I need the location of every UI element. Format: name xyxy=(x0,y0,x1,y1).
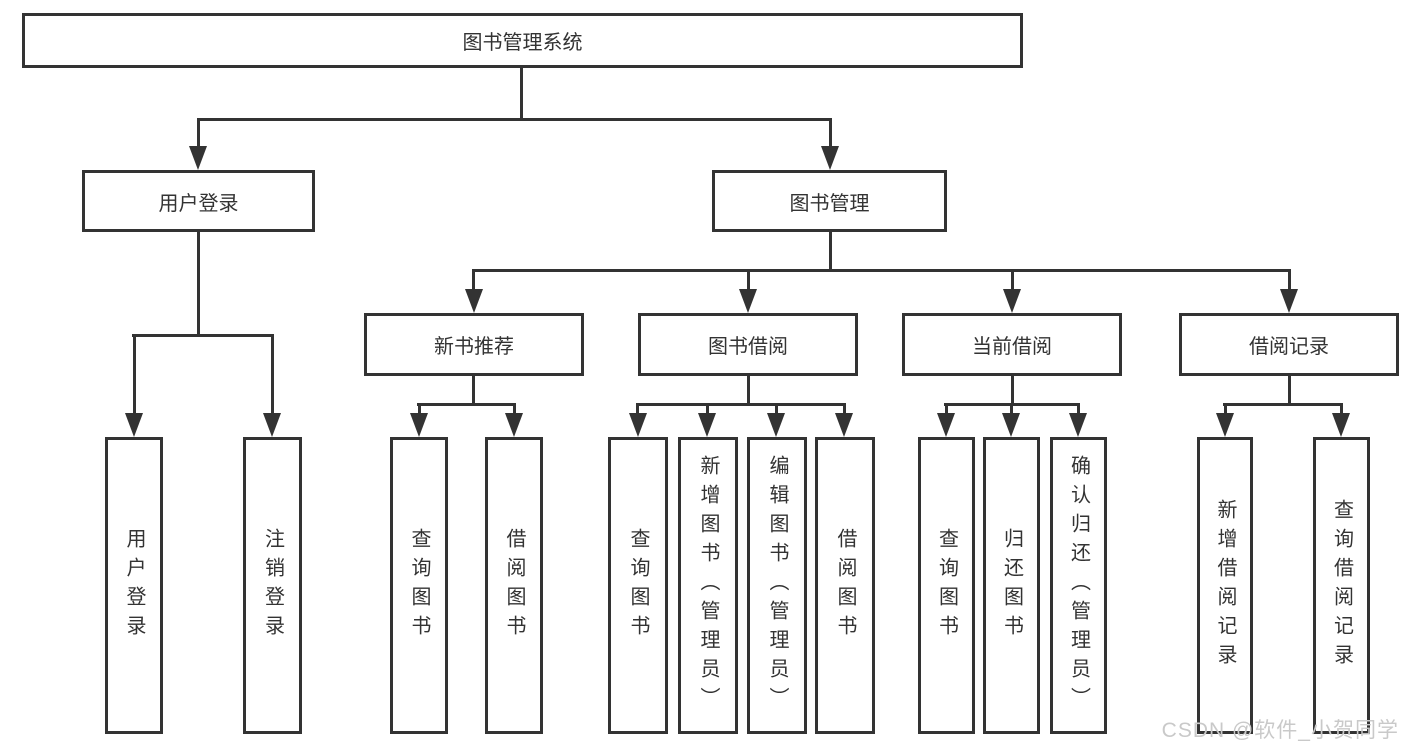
arrowhead-leaf-query-book-2 xyxy=(629,413,647,437)
connector-borrow-record-stem xyxy=(1288,376,1291,406)
connector-stem-current-borrow xyxy=(1011,269,1014,291)
connector-book-borrow-split xyxy=(636,403,845,406)
connector-stem-leaf-user-login xyxy=(133,334,136,416)
node-current-borrow: 当前借阅 xyxy=(902,313,1122,376)
arrowhead-new-book-rec xyxy=(465,289,483,313)
node-book-borrow: 图书借阅 xyxy=(638,313,858,376)
node-leaf-add-book-label: 新增图书（管理员） xyxy=(697,455,719,716)
arrowhead-leaf-query-book-1 xyxy=(410,413,428,437)
node-leaf-borrow-book-2-label: 借阅图书 xyxy=(834,527,856,644)
connector-book-borrow-stem xyxy=(747,376,750,406)
arrowhead-leaf-confirm-return xyxy=(1069,413,1087,437)
node-leaf-confirm-return: 确认归还（管理员） xyxy=(1050,437,1107,734)
connector-stem-new-book-rec xyxy=(472,269,475,291)
arrowhead-leaf-logout xyxy=(263,413,281,437)
node-leaf-user-login: 用户登录 xyxy=(105,437,163,734)
node-leaf-confirm-return-label: 确认归还（管理员） xyxy=(1067,455,1090,716)
node-root: 图书管理系统 xyxy=(22,13,1023,68)
arrowhead-leaf-borrow-book-2 xyxy=(835,413,853,437)
arrowhead-leaf-user-login xyxy=(125,413,143,437)
arrowhead-book-borrow xyxy=(739,289,757,313)
node-book-mgmt-label: 图书管理 xyxy=(789,192,870,215)
connector-stem-book-mgmt xyxy=(829,118,832,148)
node-leaf-borrow-book-1-label: 借阅图书 xyxy=(503,527,525,644)
arrowhead-leaf-add-record xyxy=(1216,413,1234,437)
connector-root-stem xyxy=(520,68,523,121)
connector-stem-leaf xyxy=(1340,403,1343,417)
connector-stem-leaf-logout xyxy=(271,334,274,416)
node-leaf-return-book: 归还图书 xyxy=(983,437,1040,734)
connector-stem-leaf xyxy=(1224,403,1227,417)
connector-book-mgmt-stem xyxy=(829,232,832,272)
node-leaf-query-record-label: 查询借阅记录 xyxy=(1330,498,1353,673)
arrowhead-leaf-return-book xyxy=(1002,413,1020,437)
node-leaf-edit-book: 编辑图书（管理员） xyxy=(747,437,807,734)
arrowhead-user-login xyxy=(189,146,207,170)
node-leaf-add-record: 新增借阅记录 xyxy=(1197,437,1253,734)
connector-stem-leaf xyxy=(1010,403,1013,417)
connector-stem-leaf xyxy=(706,403,709,417)
connector-new-book-rec-split xyxy=(417,403,516,406)
connector-stem-leaf xyxy=(513,403,516,417)
node-new-book-rec-label: 新书推荐 xyxy=(434,336,514,358)
connector-stem-borrow-record xyxy=(1288,269,1291,291)
node-leaf-borrow-book-1: 借阅图书 xyxy=(485,437,543,734)
node-leaf-borrow-book-2: 借阅图书 xyxy=(815,437,875,734)
node-user-login-label: 用户登录 xyxy=(158,192,239,215)
connector-user-login-stem xyxy=(197,232,200,337)
node-leaf-logout-label: 注销登录 xyxy=(261,527,284,644)
node-leaf-query-book-1-label: 查询图书 xyxy=(408,527,430,644)
csdn-watermark: CSDN @软件_小贺同学 xyxy=(1161,719,1399,742)
node-leaf-return-book-label: 归还图书 xyxy=(1000,527,1023,644)
connector-stem-leaf xyxy=(945,403,948,417)
arrowhead-leaf-query-record xyxy=(1332,413,1350,437)
connector-user-login-split xyxy=(132,334,274,337)
node-leaf-edit-book-label: 编辑图书（管理员） xyxy=(766,455,788,716)
connector-stem-book-borrow xyxy=(747,269,750,291)
connector-stem-leaf xyxy=(636,403,639,417)
arrowhead-book-mgmt xyxy=(821,146,839,170)
node-borrow-record: 借阅记录 xyxy=(1179,313,1399,376)
node-leaf-query-book-1: 查询图书 xyxy=(390,437,448,734)
connector-book-mgmt-split xyxy=(472,269,1291,272)
node-leaf-query-book-3-label: 查询图书 xyxy=(935,527,958,644)
node-leaf-query-book-2-label: 查询图书 xyxy=(627,527,649,644)
connector-stem-leaf xyxy=(1077,403,1080,417)
node-root-label: 图书管理系统 xyxy=(462,32,583,54)
connector-current-borrow-stem xyxy=(1011,376,1014,406)
node-leaf-user-login-label: 用户登录 xyxy=(123,527,145,644)
connector-borrow-record-split xyxy=(1223,403,1343,406)
connector-stem-leaf xyxy=(418,403,421,417)
connector-stem-leaf xyxy=(775,403,778,417)
node-leaf-add-record-label: 新增借阅记录 xyxy=(1214,498,1236,673)
arrowhead-borrow-record xyxy=(1280,289,1298,313)
node-new-book-rec: 新书推荐 xyxy=(364,313,584,376)
node-book-borrow-label: 图书借阅 xyxy=(708,336,788,358)
arrowhead-current-borrow xyxy=(1003,289,1021,313)
arrowhead-leaf-query-book-3 xyxy=(937,413,955,437)
node-leaf-add-book: 新增图书（管理员） xyxy=(678,437,738,734)
node-user-login: 用户登录 xyxy=(82,170,315,232)
node-leaf-query-record: 查询借阅记录 xyxy=(1313,437,1370,734)
node-leaf-logout: 注销登录 xyxy=(243,437,302,734)
node-book-mgmt: 图书管理 xyxy=(712,170,947,232)
connector-root-split xyxy=(197,118,832,121)
connector-stem-user-login xyxy=(197,118,200,148)
arrowhead-leaf-borrow-book-1 xyxy=(505,413,523,437)
node-leaf-query-book-3: 查询图书 xyxy=(918,437,975,734)
node-current-borrow-label: 当前借阅 xyxy=(972,336,1052,358)
arrowhead-leaf-add-book xyxy=(698,413,716,437)
connector-stem-leaf xyxy=(843,403,846,417)
node-borrow-record-label: 借阅记录 xyxy=(1249,336,1329,358)
connector-new-book-rec-stem xyxy=(472,376,475,406)
node-leaf-query-book-2: 查询图书 xyxy=(608,437,668,734)
arrowhead-leaf-edit-book xyxy=(767,413,785,437)
